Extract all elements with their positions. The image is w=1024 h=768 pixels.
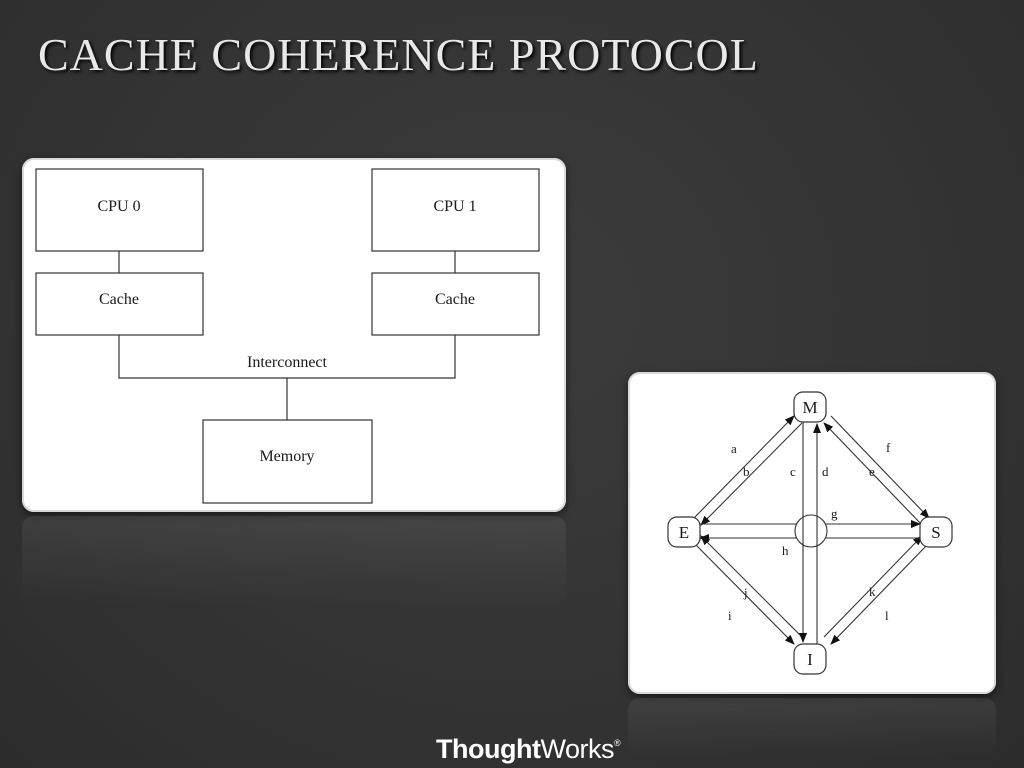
transition-a-label: a (731, 441, 737, 456)
transition-k-label: k (869, 584, 876, 599)
architecture-diagram: CPU 0 CPU 1 Cache Cache Interconnect Mem… (35, 168, 540, 504)
transition-i-label: i (728, 608, 732, 623)
thoughtworks-logo: ThoughtWorks® (436, 734, 621, 765)
state-s-label: S (931, 523, 940, 542)
transition-b-label: b (743, 464, 750, 479)
state-e-node (667, 516, 701, 548)
transition-b-arrow (700, 422, 803, 526)
mesi-state-diagram-panel: M E S I a b c d e f g h i j k l (628, 372, 996, 694)
transition-k-arrow (823, 535, 923, 638)
cpu0-label: CPU 0 (97, 198, 140, 215)
center-crossing-loop (794, 514, 828, 548)
transition-j-arrow (700, 535, 803, 638)
transition-i-arrow (693, 542, 795, 645)
logo-bold-text: Thought (436, 734, 541, 764)
transition-f-arrow (830, 415, 930, 519)
cache0-label: Cache (99, 291, 139, 308)
cpu1-label: CPU 1 (433, 198, 476, 215)
transition-g-label: g (831, 506, 838, 521)
architecture-reflection (22, 516, 566, 606)
state-i-node (793, 643, 827, 675)
state-diagram-reflection (628, 698, 996, 758)
transition-d-label: d (822, 464, 829, 479)
transition-e-arrow (823, 422, 923, 526)
mesi-state-diagram: M E S I a b c d e f g h i j k l (667, 391, 953, 675)
transition-j-label: j (743, 585, 748, 600)
logo-registered-mark: ® (613, 738, 621, 748)
logo-light-text: Works (540, 734, 614, 764)
transition-f-label: f (886, 440, 891, 455)
transition-c-label: c (790, 464, 796, 479)
architecture-diagram-panel: CPU 0 CPU 1 Cache Cache Interconnect Mem… (22, 158, 566, 512)
transition-e-label: e (869, 464, 875, 479)
interconnect-label: Interconnect (247, 354, 328, 371)
state-s-node (919, 516, 953, 548)
state-m-label: M (802, 398, 817, 417)
transition-l-label: l (885, 608, 889, 623)
state-e-label: E (679, 523, 689, 542)
transition-l-arrow (830, 542, 930, 645)
cache1-label: Cache (435, 291, 475, 308)
memory-label: Memory (259, 448, 314, 465)
slide-title: CACHE COHERENCE PROTOCOL (38, 29, 759, 80)
transition-a-arrow (693, 415, 795, 519)
state-i-label: I (807, 650, 813, 669)
transition-h-label: h (782, 543, 789, 558)
state-m-node (793, 391, 827, 423)
